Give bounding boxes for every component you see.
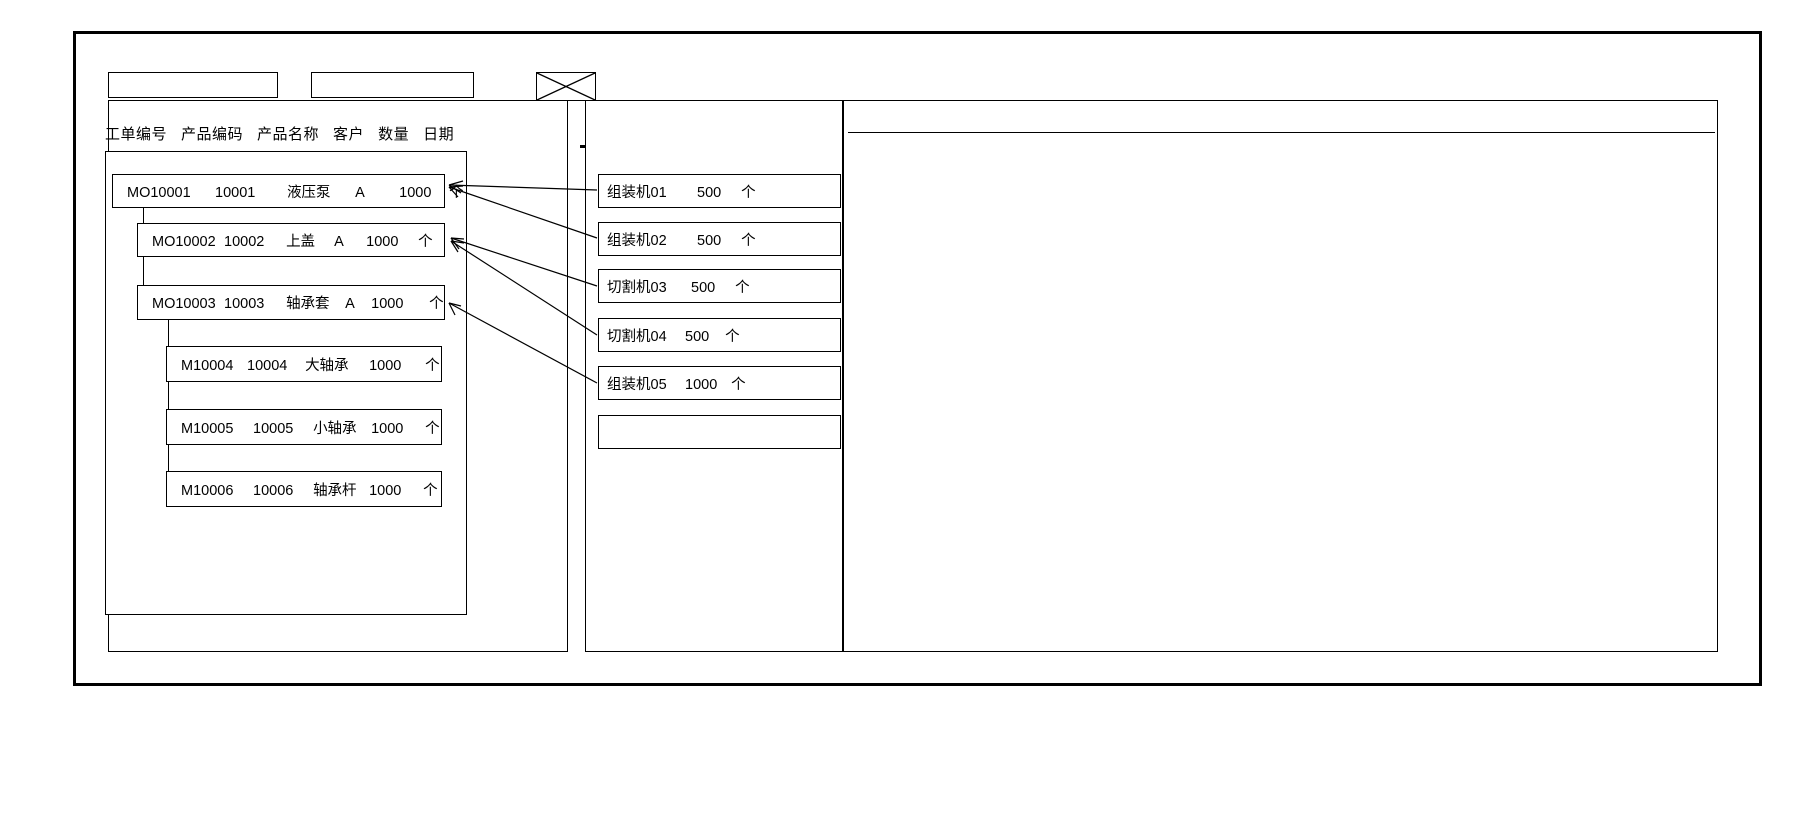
- wo-qty: 1000: [369, 357, 402, 374]
- column-header-3: 客户: [333, 126, 365, 143]
- wo-order-no: MO10001: [127, 184, 191, 201]
- machine-unit: 个: [735, 279, 750, 296]
- column-header-0: 工单编号: [105, 126, 168, 143]
- machine-unit: 个: [741, 184, 756, 201]
- wo-qty: 1000: [371, 296, 404, 312]
- wo-product-code: 10001: [215, 184, 256, 201]
- column-header-1: 产品编码: [181, 126, 244, 143]
- wo-unit: 个: [425, 357, 440, 374]
- machine-qty: 500: [685, 328, 710, 345]
- wo-product-code: 10002: [224, 233, 265, 250]
- machine-row[interactable]: 组装机01 500 个: [598, 174, 841, 208]
- wo-product-name: 轴承杆: [313, 482, 357, 499]
- machine-row[interactable]: 组装机02 500 个: [598, 222, 841, 256]
- machine-unit: 个: [725, 328, 740, 345]
- machine-row[interactable]: 切割机04 500 个: [598, 318, 841, 352]
- work-order-row[interactable]: M10004 10004 大轴承 1000 个: [166, 346, 442, 382]
- wo-product-name: 轴承套: [286, 296, 330, 312]
- wo-product-name: 小轴承: [313, 420, 357, 437]
- machine-name: 切割机03: [607, 279, 667, 296]
- wo-qty: 1000: [399, 184, 432, 201]
- work-order-row[interactable]: M10005 10005 小轴承 1000 个: [166, 409, 442, 445]
- machine-qty: 500: [691, 279, 716, 296]
- machine-name: 切割机04: [607, 328, 667, 345]
- wo-unit: 个: [423, 482, 438, 499]
- wo-order-no: M10004: [181, 357, 234, 374]
- machine-unit: 个: [731, 376, 746, 393]
- wo-product-name: 上盖: [286, 233, 316, 250]
- column-header-5: 日期: [423, 126, 455, 143]
- crossed-box-icon[interactable]: [536, 72, 596, 101]
- machine-qty: 500: [697, 184, 722, 201]
- machine-row-empty[interactable]: [598, 415, 841, 449]
- wo-order-no: M10006: [181, 482, 234, 499]
- wo-unit: 个: [418, 233, 433, 250]
- wo-customer: A: [334, 233, 344, 250]
- machine-unit: 个: [741, 232, 756, 249]
- wo-unit: 个: [449, 184, 464, 201]
- tree-connector: [168, 320, 170, 490]
- wo-qty: 1000: [366, 233, 399, 250]
- wo-product-name: 大轴承: [305, 357, 349, 374]
- wo-order-no: MO10003: [152, 296, 216, 312]
- wo-qty: 1000: [369, 482, 402, 499]
- machine-name: 组装机02: [607, 232, 667, 249]
- work-order-column-header: 工单编号产品编码产品名称客户数量日期: [105, 123, 468, 144]
- wo-product-name: 液压泵: [287, 184, 331, 201]
- wo-customer: A: [355, 184, 365, 201]
- machine-name: 组装机05: [607, 376, 667, 393]
- wo-unit: 个: [429, 296, 444, 312]
- toolbar-input-2[interactable]: [311, 72, 474, 98]
- work-order-row[interactable]: MO10003 10003 轴承套 A 1000 个: [137, 285, 445, 320]
- wo-order-no: M10005: [181, 420, 234, 437]
- work-order-tree: [105, 151, 467, 615]
- wo-product-code: 10003: [224, 296, 265, 312]
- machine-qty: 500: [697, 232, 722, 249]
- work-order-row[interactable]: M10006 10006 轴承杆 1000 个: [166, 471, 442, 507]
- work-order-row[interactable]: MO10001 10001 液压泵 A 1000 个: [112, 174, 464, 208]
- wo-product-code: 10004: [247, 357, 288, 374]
- wo-qty: 1000: [371, 420, 404, 437]
- wo-product-code: 10005: [253, 420, 294, 437]
- machine-qty: 1000: [685, 376, 718, 393]
- wo-order-no: MO10002: [152, 233, 216, 250]
- wo-product-code: 10006: [253, 482, 294, 499]
- column-header-2: 产品名称: [257, 126, 320, 143]
- machine-row[interactable]: 切割机03 500 个: [598, 269, 841, 303]
- panel-marker-dot: [580, 145, 585, 148]
- column-header-4: 数量: [378, 126, 410, 143]
- machine-name: 组装机01: [607, 184, 667, 201]
- work-order-row[interactable]: MO10002 10002 上盖 A 1000 个: [137, 223, 445, 257]
- detail-panel-header-rule: [848, 132, 1715, 133]
- toolbar-input-1[interactable]: [108, 72, 278, 98]
- wo-unit: 个: [425, 420, 440, 437]
- detail-panel: [843, 100, 1718, 652]
- wo-customer: A: [345, 296, 355, 312]
- machine-row[interactable]: 组装机05 1000 个: [598, 366, 841, 400]
